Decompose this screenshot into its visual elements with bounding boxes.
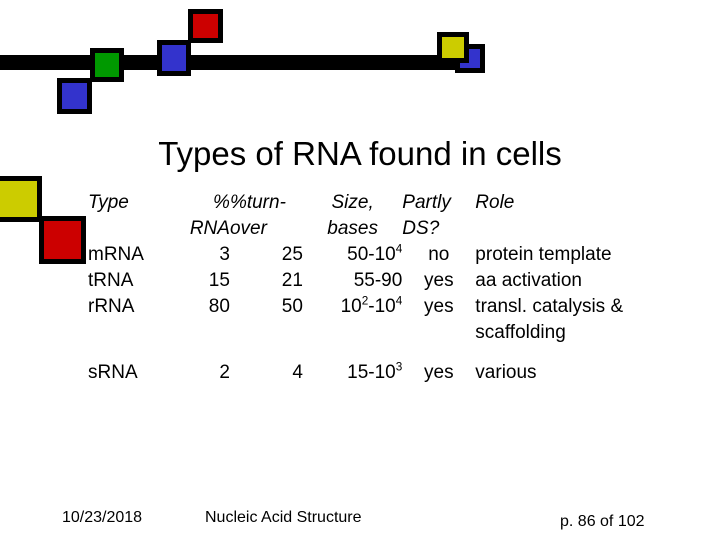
size-exponent-2: 4 [395,294,403,308]
cell-type: tRNA [88,270,134,291]
cell-spacer [303,320,402,346]
size-exponent: 2 [361,294,369,308]
header-partly-ds-2: DS? [402,218,440,239]
cell-turnover: 50 [281,296,303,317]
gap-cell [475,346,668,360]
table-row: tRNA 15 21 55-90 yes aa activation [88,268,668,294]
size-base: 55-90 [353,270,403,291]
blue-square-upper [157,40,191,76]
table-row-gap [88,346,668,360]
gap-cell [88,346,167,360]
cell-partly-ds: no [428,244,450,265]
gap-cell [230,346,303,360]
size-exponent: 3 [395,360,403,374]
table-row-continuation: scaffolding [88,320,668,346]
footer-date: 10/23/2018 [62,509,143,526]
header-percent: % [213,192,230,213]
green-square [90,48,124,82]
cell-size: 15-103 [303,360,402,386]
size-base: 15-10 [347,362,396,383]
header-type-2 [88,216,167,242]
cell-type: mRNA [88,244,144,265]
size-exponent: 4 [395,242,403,256]
cell-percent: 80 [208,296,230,317]
cell-partly-ds: yes [424,296,454,317]
header-role: Role [475,192,515,213]
gap-cell [402,346,475,360]
cell-size: 102-104 [303,294,403,320]
footer-page-number: p. 86 of 102 [560,513,645,530]
cell-spacer [402,320,475,346]
header-partly-ds: Partly [402,192,451,213]
cell-turnover: 4 [292,362,303,383]
rna-types-table: Type % %turn- Size, Partly Role RNA over… [88,190,668,386]
header-type: Type [88,192,129,213]
cell-size: 55-90 [303,268,403,294]
table-row: sRNA 2 4 15-103 yes various [88,360,668,386]
table-row: mRNA 3 25 50-104 no protein template [88,242,668,268]
yellow-square-left [0,176,42,222]
cell-role: various [475,362,537,383]
header-size-2: bases [327,218,378,239]
cell-turnover: 21 [281,270,303,291]
cell-role: protein template [475,244,612,265]
header-turnover: %turn- [229,192,286,213]
cell-spacer [88,320,167,346]
header-percent-2: RNA [189,218,230,239]
table-header-row-1: Type % %turn- Size, Partly Role [88,190,668,216]
red-square-top [188,9,223,43]
cell-partly-ds: yes [424,362,454,383]
top-decoration-banner [0,0,720,130]
red-square-left [39,216,86,264]
blue-square-lower [57,78,92,114]
size-base: 10 [340,296,362,317]
size-base-2: -10 [368,296,396,317]
cell-spacer [230,320,303,346]
cell-percent: 2 [219,362,230,383]
cell-role-continuation: scaffolding [475,322,566,343]
left-decoration-squares [0,170,100,280]
footer-center-text: Nucleic Acid Structure [205,509,362,526]
horizontal-black-bar [0,55,475,70]
table-row: rRNA 80 50 102-104 yes transl. catalysis… [88,294,668,320]
cell-role: transl. catalysis & [475,296,624,317]
gap-cell [167,346,230,360]
size-base: 50-10 [347,244,396,265]
yellow-square-right [437,32,469,63]
cell-type: sRNA [88,362,138,383]
gap-cell [303,346,402,360]
cell-partly-ds: yes [424,270,454,291]
slide-footer: 10/23/2018 Nucleic Acid Structure p. 86 … [0,505,720,531]
table-header-row-2: RNA over bases DS? [88,216,668,242]
cell-percent: 3 [219,244,230,265]
cell-type: rRNA [88,296,135,317]
cell-spacer [167,320,230,346]
cell-percent: 15 [208,270,230,291]
cell-size: 50-104 [303,242,402,268]
header-role-2 [475,216,668,242]
page-title: Types of RNA found in cells [158,135,562,172]
header-turnover-2: over [229,218,267,239]
cell-role: aa activation [475,270,582,291]
header-size: Size, [331,192,374,213]
cell-turnover: 25 [281,244,303,265]
